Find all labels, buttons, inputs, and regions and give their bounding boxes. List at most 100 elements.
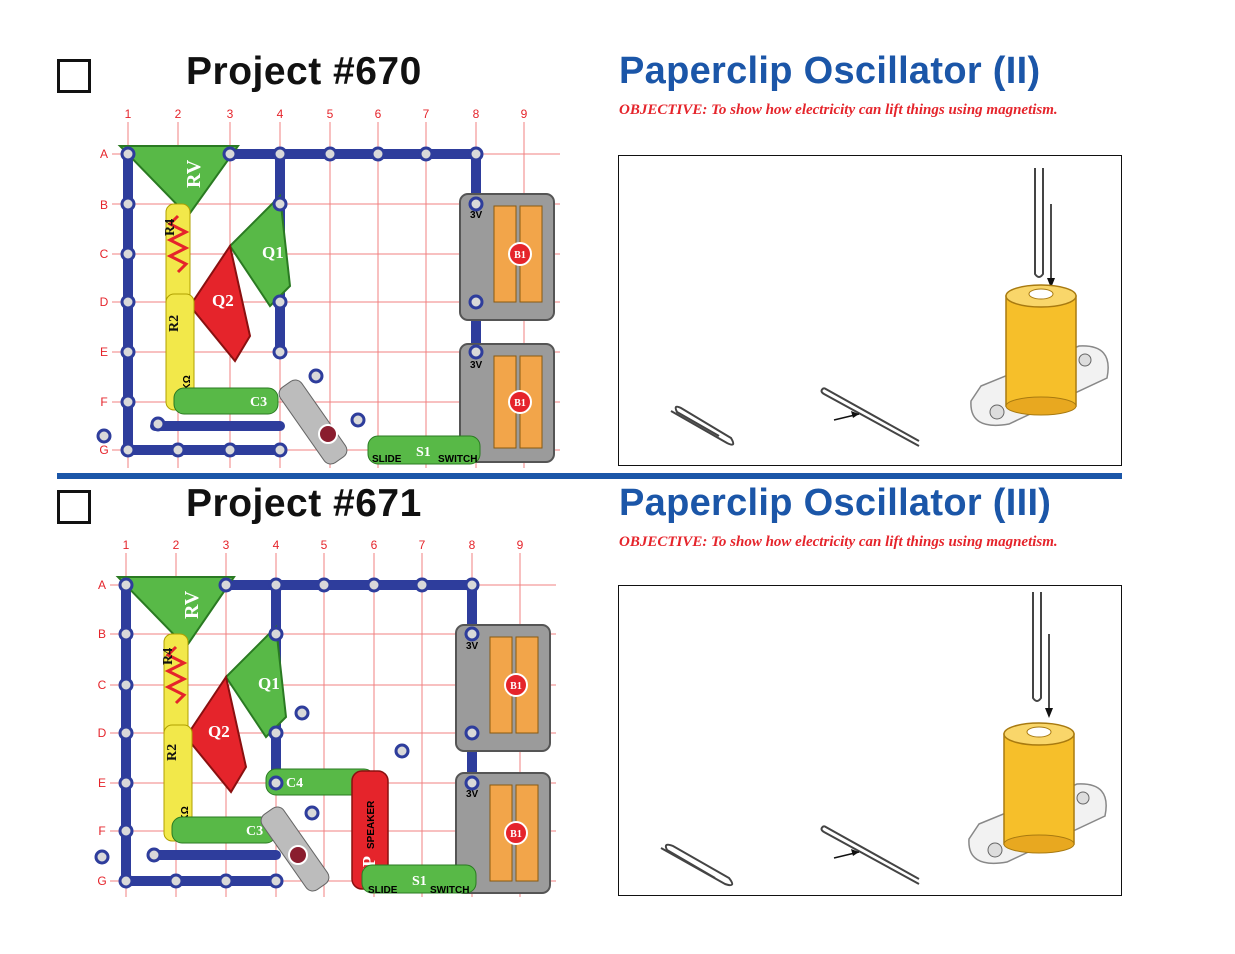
grid-row-d: D xyxy=(98,726,107,740)
grid-col-4: 4 xyxy=(277,107,284,121)
project-670-electromagnet-illustration xyxy=(670,168,1109,447)
project-670-title: Paperclip Oscillator (II) xyxy=(619,50,1041,92)
q2-label: Q2 xyxy=(212,291,234,310)
b1-top-voltage: 3V xyxy=(466,641,479,652)
grid-column-labels: 1 2 3 4 5 6 7 8 9 xyxy=(123,538,524,552)
rv-label: RV xyxy=(183,159,205,188)
grid-row-c: C xyxy=(98,678,107,692)
grid-row-c: C xyxy=(100,247,109,261)
grid-col-4: 4 xyxy=(273,538,280,552)
electromagnet xyxy=(278,379,348,465)
grid-row-b: B xyxy=(100,198,108,212)
electromagnet-base-icon xyxy=(970,284,1109,426)
section-divider xyxy=(57,473,1122,479)
q1-label: Q1 xyxy=(258,674,280,693)
grid-col-2: 2 xyxy=(173,538,180,552)
straightened-paperclip-icon xyxy=(820,825,920,885)
grid-col-6: 6 xyxy=(371,538,378,552)
grid-row-e: E xyxy=(98,776,106,790)
vertical-wire-icon xyxy=(1032,592,1042,702)
grid-col-1: 1 xyxy=(123,538,130,552)
straightened-paperclip-icon xyxy=(820,387,920,447)
r2-label: R2 xyxy=(167,315,182,332)
q1-transistor xyxy=(228,193,292,308)
paperclip-icon xyxy=(660,843,734,887)
c3-label: C3 xyxy=(250,395,267,410)
sp-speaker-label: SPEAKER xyxy=(366,800,377,849)
q2-transistor xyxy=(188,243,252,363)
grid-col-5: 5 xyxy=(321,538,328,552)
r4-label: R4 xyxy=(163,219,178,236)
project-671-circuit-diagram: 1 2 3 4 5 6 7 8 9 A B C D E F G xyxy=(94,538,556,897)
project-671-illustration-panel xyxy=(618,585,1122,896)
grid-row-f: F xyxy=(98,824,105,838)
grid-row-g: G xyxy=(97,874,106,888)
b1-bottom-label: B1 xyxy=(514,398,526,409)
grid-col-3: 3 xyxy=(223,538,230,552)
q1-transistor xyxy=(224,624,288,739)
r2-value: 1KΩ xyxy=(182,375,193,396)
grid-col-3: 3 xyxy=(227,107,234,121)
grid-row-b: B xyxy=(98,627,106,641)
s1-switch-label: SWITCH xyxy=(430,885,469,896)
b1-bottom-voltage: 3V xyxy=(470,360,483,371)
s1-label: S1 xyxy=(412,874,427,889)
s1-slide-label: SLIDE xyxy=(372,454,402,465)
s1-switch-label: SWITCH xyxy=(438,454,477,465)
rv-potentiometer xyxy=(115,576,236,649)
b1-top-label: B1 xyxy=(510,681,522,692)
grid-row-d: D xyxy=(100,295,109,309)
c4-label: C4 xyxy=(286,776,303,791)
grid-row-labels: A B C D E F G xyxy=(97,578,106,888)
b1-bottom-voltage: 3V xyxy=(466,789,479,800)
grid-col-7: 7 xyxy=(419,538,426,552)
q1-label: Q1 xyxy=(262,243,284,262)
grid-col-8: 8 xyxy=(469,538,476,552)
project-670-illustration-panel xyxy=(618,155,1122,466)
paperclip-icon xyxy=(670,405,735,446)
grid-row-labels: A B C D E F G xyxy=(99,147,108,457)
snap-points xyxy=(94,577,480,889)
grid-col-5: 5 xyxy=(327,107,334,121)
s1-slide-label: SLIDE xyxy=(368,885,398,896)
rv-label: RV xyxy=(181,590,203,619)
project-670-number: Project #670 xyxy=(186,50,422,93)
project-671-number: Project #671 xyxy=(186,482,422,525)
b1-top-voltage: 3V xyxy=(470,210,483,221)
s1-slide-switch xyxy=(361,864,477,894)
project-671-electromagnet-illustration xyxy=(660,592,1107,887)
grid-col-9: 9 xyxy=(517,538,524,552)
c3-label: C3 xyxy=(246,824,263,839)
q2-transistor xyxy=(184,674,248,794)
b1-bottom-label: B1 xyxy=(510,829,522,840)
grid-col-1: 1 xyxy=(125,107,132,121)
q2-label: Q2 xyxy=(208,722,230,741)
project-670-circuit-diagram: 1 2 3 4 5 6 7 8 9 A B C D E F G xyxy=(96,107,560,468)
grid-col-8: 8 xyxy=(473,107,480,121)
project-671-objective: OBJECTIVE: To show how electricity can l… xyxy=(619,534,1058,550)
r2-label: R2 xyxy=(165,744,180,761)
grid-row-g: G xyxy=(99,443,108,457)
grid-column-labels: 1 2 3 4 5 6 7 8 9 xyxy=(125,107,528,121)
project-671-title: Paperclip Oscillator (III) xyxy=(619,482,1052,524)
project-671-checkbox[interactable] xyxy=(57,490,91,524)
r4-label: R4 xyxy=(161,648,176,665)
project-670-checkbox[interactable] xyxy=(57,59,91,93)
c3-capacitor xyxy=(173,387,279,415)
rv-potentiometer xyxy=(117,145,240,218)
grid-col-7: 7 xyxy=(423,107,430,121)
s1-label: S1 xyxy=(416,445,431,460)
vertical-wire-icon xyxy=(1034,168,1044,278)
b1-top-label: B1 xyxy=(514,250,526,261)
project-670-objective: OBJECTIVE: To show how electricity can l… xyxy=(619,102,1058,118)
grid-row-a: A xyxy=(100,147,108,161)
grid-row-a: A xyxy=(98,578,106,592)
grid-col-6: 6 xyxy=(375,107,382,121)
grid-row-f: F xyxy=(100,395,107,409)
grid-row-e: E xyxy=(100,345,108,359)
snap-points xyxy=(96,146,484,458)
s1-slide-switch xyxy=(367,435,481,465)
grid-col-9: 9 xyxy=(521,107,528,121)
grid-col-2: 2 xyxy=(175,107,182,121)
electromagnet-base-icon xyxy=(968,722,1107,864)
